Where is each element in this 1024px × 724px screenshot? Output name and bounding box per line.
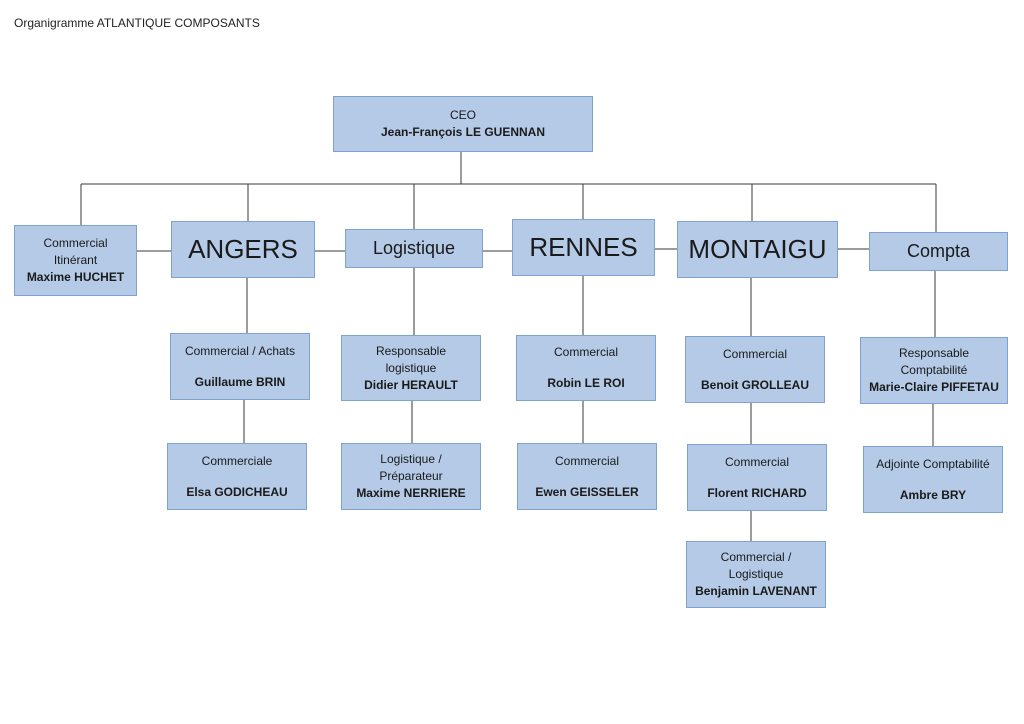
ceo-box: CEO Jean-François LE GUENNAN: [333, 96, 593, 152]
employee-name: Benoit GROLLEAU: [701, 377, 809, 392]
employee-role: Commercial: [722, 346, 787, 361]
page-title: Organigramme ATLANTIQUE COMPOSANTS: [14, 16, 260, 30]
ceo-name: Jean-François LE GUENNAN: [380, 125, 546, 139]
employee-name: Ambre BRY: [899, 487, 967, 502]
employee-role: Commercial: [554, 453, 619, 468]
employee-name: Marie-Claire PIFFETAU: [869, 380, 999, 394]
employee-box: Responsable Comptabilité Marie-Claire PI…: [860, 337, 1008, 404]
employee-name: Guillaume BRIN: [194, 374, 286, 389]
employee-name: Maxime NERRIERE: [356, 486, 466, 500]
employee-role: Commercial: [724, 454, 789, 469]
employee-box: Adjointe Comptabilité Ambre BRY: [863, 446, 1003, 513]
employee-box: Commercial Benoit GROLLEAU: [685, 336, 825, 403]
employee-name: Benjamin LAVENANT: [695, 584, 817, 598]
employee-box: Commerciale Elsa GODICHEAU: [167, 443, 307, 510]
employee-name: Elsa GODICHEAU: [186, 484, 288, 499]
employee-box: Commercial Florent RICHARD: [687, 444, 827, 511]
employee-role: Commerciale: [201, 453, 273, 468]
employee-name: Ewen GEISSELER: [535, 484, 639, 499]
employee-box: Commercial / Achats Guillaume BRIN: [170, 333, 310, 400]
itinerant-name: Maxime HUCHET: [26, 270, 125, 284]
employee-name: Didier HERAULT: [364, 377, 458, 392]
ceo-role: CEO: [449, 108, 476, 122]
branch-compta: Compta: [869, 232, 1008, 271]
employee-role: Responsable Comptabilité: [898, 346, 970, 377]
employee-role: Commercial / Logistique: [720, 550, 792, 581]
employee-name: Robin LE ROI: [547, 376, 625, 390]
branch-rennes: RENNES: [512, 219, 655, 276]
employee-name: Florent RICHARD: [707, 485, 807, 500]
employee-box: Logistique / Préparateur Maxime NERRIERE: [341, 443, 481, 510]
employee-box: Commercial / Logistique Benjamin LAVENAN…: [686, 541, 826, 608]
employee-box: Commercial Ewen GEISSELER: [517, 443, 657, 510]
employee-role: Adjointe Comptabilité: [876, 456, 990, 471]
employee-role: Commercial / Achats: [184, 343, 296, 358]
employee-role: Logistique / Préparateur: [379, 452, 443, 483]
branch-logistique: Logistique: [345, 229, 483, 268]
employee-role: Commercial: [553, 345, 618, 359]
itinerant-role: Commercial Itinérant: [43, 236, 108, 267]
employee-box: Commercial Robin LE ROI: [516, 335, 656, 401]
branch-montaigu: MONTAIGU: [677, 221, 838, 278]
employee-box: Responsable logistique Didier HERAULT: [341, 335, 481, 401]
employee-role: Responsable logistique: [375, 343, 447, 375]
branch-angers: ANGERS: [171, 221, 315, 278]
itinerant-box: Commercial Itinérant Maxime HUCHET: [14, 225, 137, 296]
